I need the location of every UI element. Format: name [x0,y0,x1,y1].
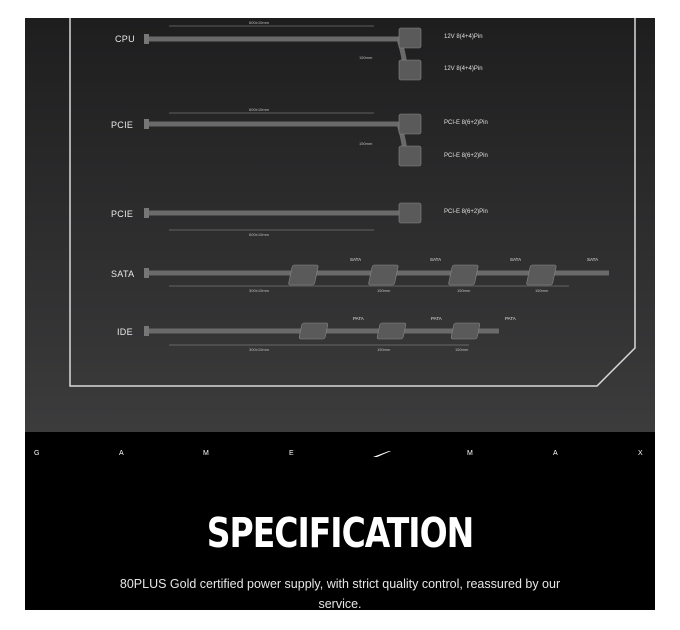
cable-label-pcie: PCIE [111,120,134,130]
length-label: 300±10mm [249,347,269,352]
length-label: 150mm [457,288,471,293]
length-label: 600±10mm [249,20,269,25]
connector-label: SATA [430,257,442,262]
connector-label: SATA [587,257,599,262]
connector-label: PATA [353,316,364,321]
brand-wordmark: G A M E M A X [25,450,655,464]
cable-sata [144,264,609,287]
panel-border [69,18,636,387]
length-label: 150mm [377,347,391,352]
connector-label: SATA [510,257,522,262]
length-label: 600±10mm [249,107,269,112]
cable-cpu [144,25,422,81]
cable-diagram-section: CPU 600±10mm 150mm 12V 8(4+4)Pin 12V 8(4… [25,18,655,432]
brand-letter: G [34,450,40,457]
cable-label-ide: IDE [117,327,133,337]
length-label: 150mm [535,288,549,293]
connector-label: 12V 8(4+4)Pin [444,34,483,40]
connector-label: PATA [505,316,516,321]
length-label: 150mm [359,141,373,146]
connector-label: SATA [350,257,362,262]
length-label: 150mm [377,288,391,293]
connector-label: PCI-E 8(6+2)Pin [444,120,488,126]
length-label: 150mm [455,347,469,352]
connector-label: 12V 8(4+4)Pin [444,66,483,72]
specification-description: 80PLUS Gold certified power supply, with… [119,577,561,610]
page-frame: CPU 600±10mm 150mm 12V 8(4+4)Pin 12V 8(4… [25,18,655,610]
brand-letter: M [203,450,209,457]
cable-diagram-panel: CPU 600±10mm 150mm 12V 8(4+4)Pin 12V 8(4… [69,18,637,388]
specification-heading: SPECIFICATION [206,508,474,557]
length-label: 300±10mm [249,288,269,293]
brand-letter: E [289,450,294,457]
connector-label: PCI-E 8(6+2)Pin [444,209,488,215]
brand-letter: X [638,450,643,457]
length-label: 150mm [359,55,373,60]
cable-ide [144,322,499,346]
cable-label-sata: SATA [111,269,135,279]
connector-label: PATA [431,316,442,321]
length-label: 600±10mm [249,232,269,237]
cable-diagram-graphic [69,18,636,387]
cable-label-cpu: CPU [115,34,135,44]
cable-pcie-1 [144,112,422,167]
cable-pcie-2 [144,202,422,231]
brand-slash-icon [373,450,391,460]
brand-letter: A [119,450,124,457]
brand-letter: M [467,450,473,457]
brand-letter: A [553,450,558,457]
cable-label-pcie: PCIE [111,209,134,219]
connector-label: PCI-E 8(6+2)Pin [444,153,488,159]
